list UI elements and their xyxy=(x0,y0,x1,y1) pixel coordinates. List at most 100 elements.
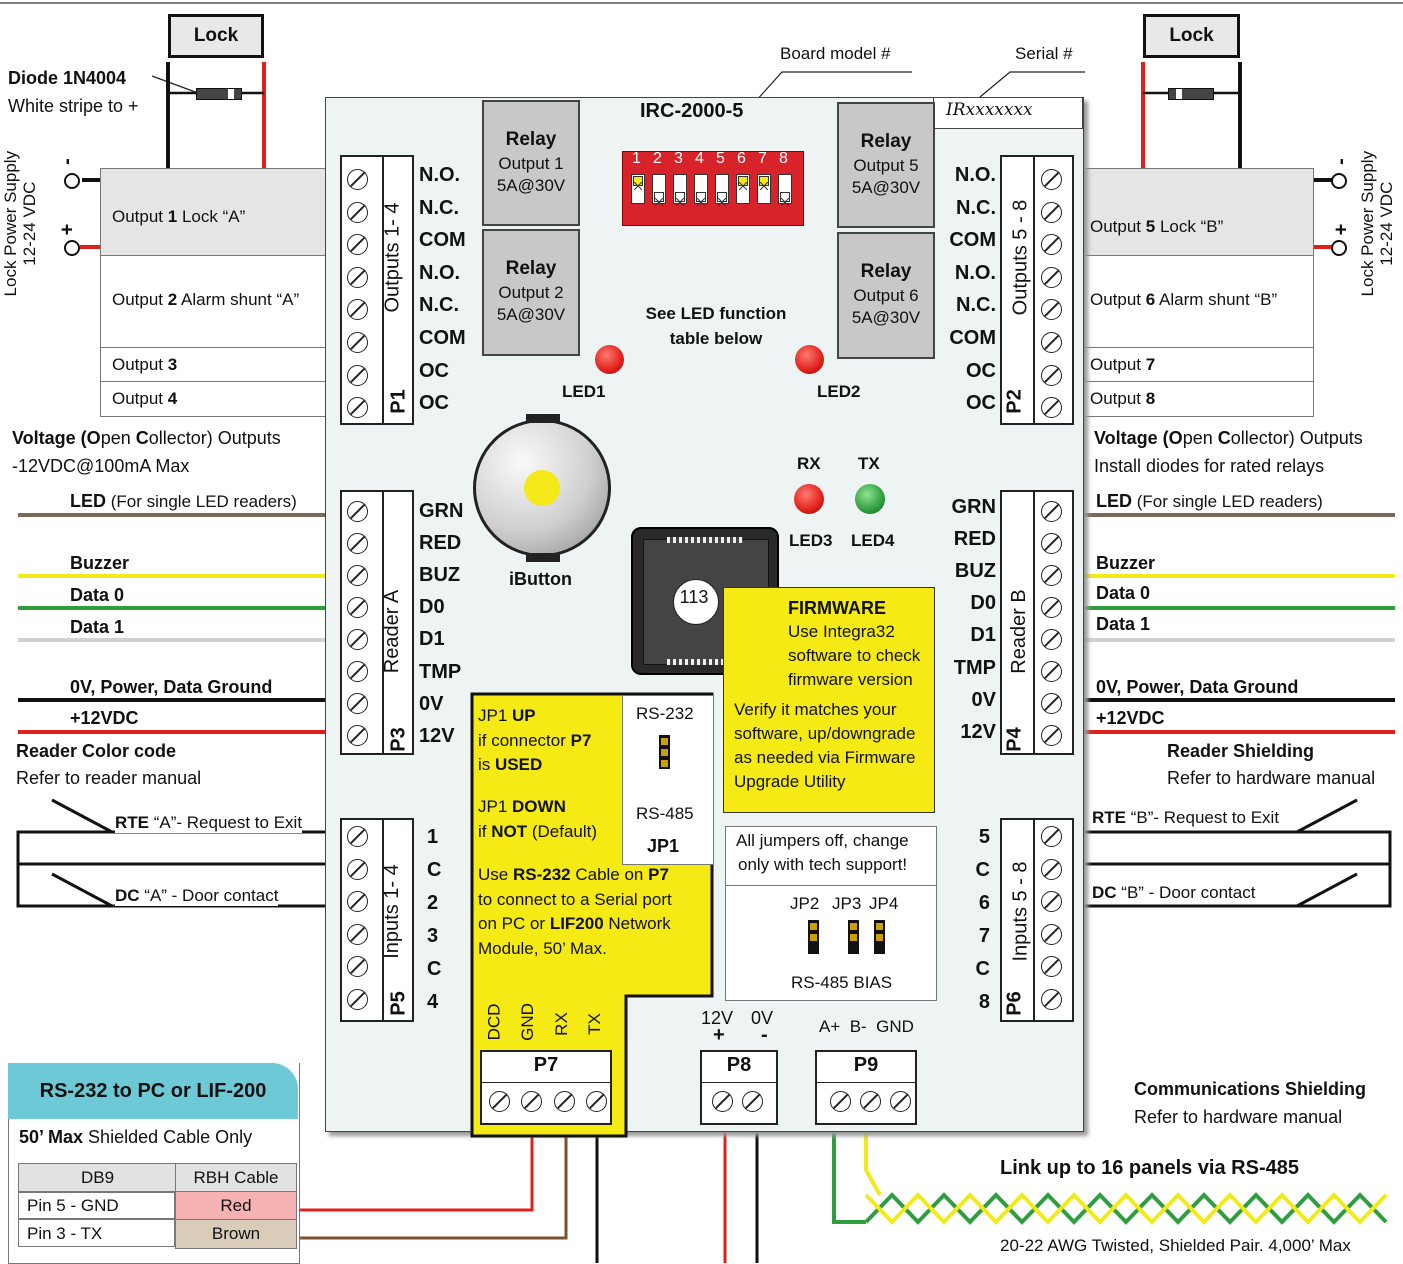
p7-pin-tx: TX xyxy=(584,1013,604,1035)
pin-label: 2 xyxy=(427,892,439,914)
terminal-screw-icon xyxy=(1041,397,1062,419)
dip-switch-5[interactable] xyxy=(715,174,729,207)
wire-b-d1: Data 1 xyxy=(1096,614,1151,634)
terminal-screw-icon xyxy=(347,988,368,1010)
p3-header: Reader A xyxy=(381,589,404,674)
wire-a-12v: +12VDC xyxy=(70,708,139,728)
dip-switch-6[interactable] xyxy=(736,174,750,204)
psu-right-terminal xyxy=(1331,173,1347,189)
pin-label: N.O. xyxy=(954,261,996,284)
terminal-screw-icon xyxy=(1041,629,1062,650)
pin-label: D1 xyxy=(970,624,996,647)
dip-switch-8[interactable] xyxy=(778,174,792,207)
jp2-jumper[interactable] xyxy=(808,920,819,954)
pin-label: 3 xyxy=(427,925,439,947)
comm-title: Communications Shielding xyxy=(1134,1079,1367,1099)
terminal-screw-icon xyxy=(347,693,368,714)
ibutton-reader xyxy=(473,414,611,562)
wire-b-buzzer: Buzzer xyxy=(1096,553,1156,573)
table-row: Pin 3 - TX xyxy=(18,1219,175,1247)
terminal-p4[interactable] xyxy=(1000,490,1074,755)
pin-label: OC xyxy=(966,392,996,415)
terminal-screw-icon xyxy=(586,1091,607,1112)
terminal-screw-icon xyxy=(347,332,368,353)
pin-label: COM xyxy=(949,229,996,252)
terminal-screw-icon xyxy=(347,266,368,288)
led4-label: LED4 xyxy=(851,531,895,550)
voc-left-title: Voltage (Open Collector) Outputs xyxy=(12,428,281,448)
led1-light xyxy=(595,345,624,374)
p7-pin-gnd: GND xyxy=(517,1003,537,1041)
connector-p7[interactable] xyxy=(480,1050,612,1125)
pin-label: N.C. xyxy=(419,196,459,219)
terminal-screw-icon xyxy=(347,597,368,618)
terminal-p5[interactable] xyxy=(340,818,414,1022)
terminal-p2[interactable] xyxy=(1000,155,1074,425)
diode-title: Diode 1N4004 xyxy=(8,68,127,88)
dip-switch-2[interactable] xyxy=(652,174,666,207)
p7-id: P7 xyxy=(533,1054,559,1076)
p7-pin-rx: RX xyxy=(551,1012,571,1036)
terminal-screw-icon xyxy=(1041,988,1062,1010)
jp1-name: JP1 xyxy=(647,836,680,856)
pin-label: N.O. xyxy=(419,164,461,186)
p8-12v: 12V xyxy=(701,1008,734,1028)
connector-p8[interactable] xyxy=(700,1050,778,1125)
wire-b-d0: Data 0 xyxy=(1096,583,1151,603)
terminal-screw-icon xyxy=(347,201,368,223)
dip-switch-1[interactable] xyxy=(631,174,645,204)
jp1-jumper[interactable] xyxy=(659,735,670,769)
terminal-screw-icon xyxy=(347,826,368,847)
dip-switch-3[interactable] xyxy=(673,174,687,207)
terminal-screw-icon xyxy=(347,661,368,682)
terminal-screw-icon xyxy=(347,299,368,321)
tx-label: TX xyxy=(858,454,880,473)
comm-sub: Refer to hardware manual xyxy=(1134,1107,1343,1127)
p5-header: Inputs 1- 4 xyxy=(380,864,403,959)
terminal-screw-icon xyxy=(347,364,368,386)
terminal-screw-icon xyxy=(554,1091,575,1112)
pin-label: N.O. xyxy=(954,164,996,186)
jp1-text: JP1 UP if connector P7 is USED JP1 DOWN … xyxy=(478,706,672,959)
lock-b: Lock xyxy=(1143,14,1240,58)
pin-label: N.C. xyxy=(419,294,459,317)
dip-switch-4[interactable] xyxy=(694,174,708,207)
pin-label: C xyxy=(975,958,990,980)
connector-p9[interactable] xyxy=(815,1050,917,1125)
terminal-screw-icon xyxy=(347,397,368,419)
voc-right-title: Voltage (Open Collector) Outputs xyxy=(1094,428,1363,448)
psu-left-terminal xyxy=(64,240,80,256)
jp4-jumper[interactable] xyxy=(874,920,885,954)
pin-label: N.O. xyxy=(419,261,461,284)
pin-label: N.C. xyxy=(956,294,996,317)
p9-id: P9 xyxy=(853,1054,879,1076)
diode-right-icon xyxy=(1168,88,1214,100)
pin-label: COM xyxy=(419,229,466,252)
jp3-jumper[interactable] xyxy=(848,920,859,954)
pin-label: OC xyxy=(966,359,996,382)
model-label: Board model # xyxy=(780,44,891,63)
voc-right-sub: Install diodes for rated relays xyxy=(1094,456,1325,476)
terminal-p6[interactable] xyxy=(1000,818,1074,1022)
pin-label: 6 xyxy=(978,892,990,914)
psu-right-plus: + xyxy=(1330,223,1353,236)
terminal-screw-icon xyxy=(1041,693,1062,714)
pin-label: D0 xyxy=(419,596,445,619)
p7-pin-dcd: DCD xyxy=(484,1003,504,1041)
terminal-screw-icon xyxy=(1041,565,1062,586)
p6-header: Inputs 5 - 8 xyxy=(1009,861,1032,962)
terminal-screw-icon xyxy=(1041,533,1062,554)
dip-number: 4 xyxy=(695,150,704,167)
pin-label: OC xyxy=(419,359,449,382)
p9-label: A+ B- GND xyxy=(819,1017,914,1036)
firmware-box: FIRMWARE Use Integra32 software to check… xyxy=(723,587,935,813)
led3-light xyxy=(794,484,824,514)
psu-left-plus: + xyxy=(56,223,79,236)
pin-label: RED xyxy=(419,532,462,555)
dip-switch-7[interactable] xyxy=(757,174,771,204)
pin-label: BUZ xyxy=(419,564,461,587)
led4-light xyxy=(855,484,885,514)
